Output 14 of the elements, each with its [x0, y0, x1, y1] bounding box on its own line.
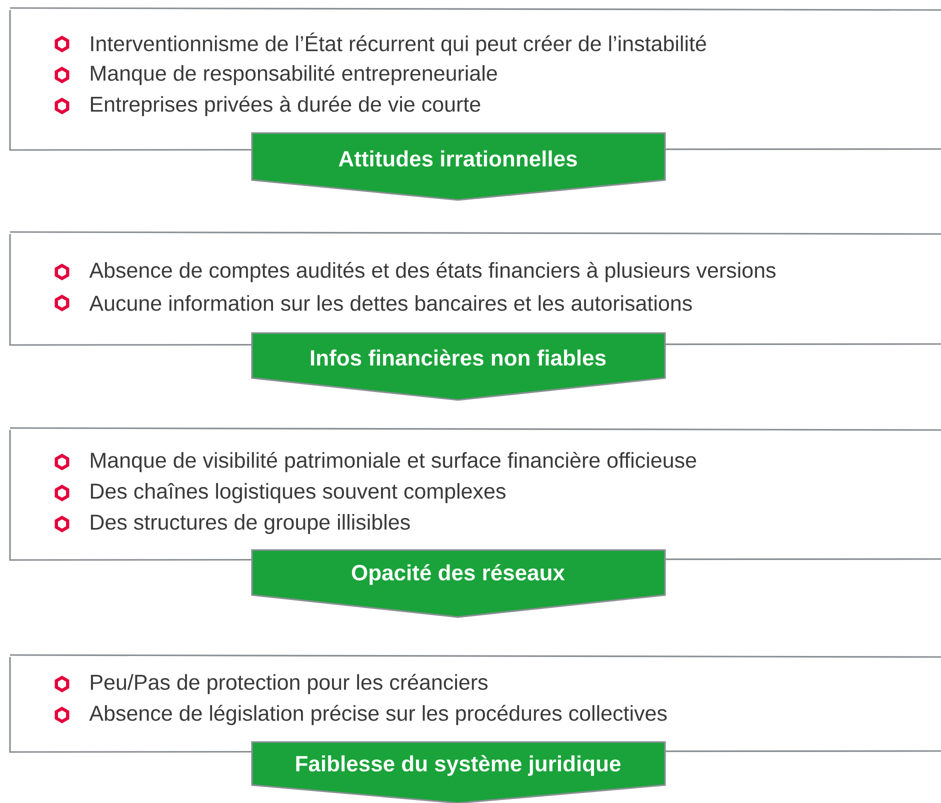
- list-item: Absence de législation précise sur les procédures collectives: [89, 704, 667, 726]
- list-item: Des chaînes logistiques souvent complexes: [90, 482, 506, 504]
- list-item: Des structures de groupe illisibles: [90, 514, 410, 534]
- list-item: Manque de visibilité patrimoniale et surface financière officieuse: [90, 452, 696, 472]
- list-item: Peu/Pas de protection pour les créanciers: [90, 674, 488, 694]
- banner: Opacité des réseaux: [251, 549, 666, 618]
- banner: Faiblesse du système juridique: [251, 741, 666, 803]
- list-item: Manque de responsabilité entrepreneuriale: [90, 64, 497, 86]
- banner: Attitudes irrationnelles: [251, 132, 666, 201]
- banner: Infos financières non fiables: [251, 332, 666, 401]
- list-item: Interventionnisme de l’État récurrent qui peut créer de l’instabilité: [91, 32, 706, 56]
- list-item: Entreprises privées à durée de vie courte: [90, 96, 480, 116]
- list-item: Absence de comptes audités et des états financiers à plusieurs versions: [89, 262, 776, 282]
- list-item: Aucune information sur les dettes bancaires et les autorisations: [89, 295, 692, 311]
